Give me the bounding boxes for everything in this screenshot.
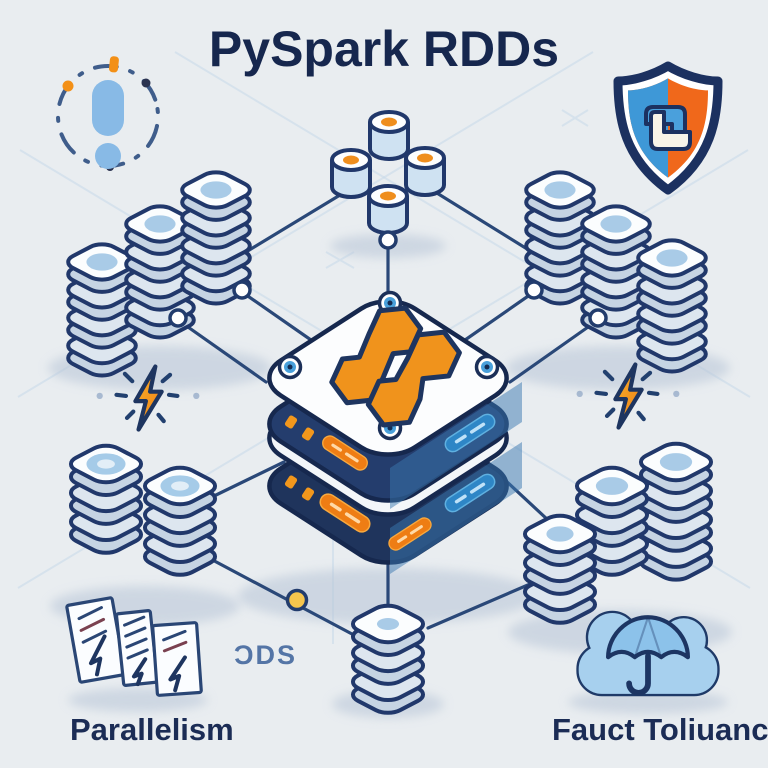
db-stack-group-top-left: [61, 169, 256, 379]
db-stack: [634, 440, 718, 583]
db-stack: [519, 169, 600, 307]
connector-node: [232, 280, 252, 300]
label-parallelism: Parallelism: [70, 712, 234, 747]
connector-node-yellow: [285, 588, 309, 612]
db-stack: [119, 203, 200, 341]
db-stack: [175, 169, 256, 307]
db-stack-bottom-center: [346, 602, 430, 716]
documents-icon: [65, 596, 203, 697]
db-stack-group-bottom-left: [64, 442, 222, 578]
db-stack-group-bottom-right: [518, 440, 718, 626]
umbrella-glyph: [606, 615, 690, 696]
db-stack-group-top-right: [519, 169, 712, 375]
db-stack: [631, 237, 712, 375]
python-shield-icon: [613, 61, 723, 195]
label-rds: ƆDS: [234, 640, 298, 670]
worker-cylinder-cluster: [330, 110, 446, 235]
cloud-umbrella-icon: [576, 610, 720, 697]
page-title: PySpark RDDs: [208, 21, 560, 77]
puzzle-piece-icon: [329, 305, 462, 428]
connector-node: [524, 280, 544, 300]
db-stack: [518, 512, 602, 626]
db-stack: [575, 203, 656, 341]
db-stack: [64, 442, 148, 556]
db-stack: [61, 241, 142, 379]
db-stack: [138, 464, 222, 578]
label-fault-tolerance: Fauct Toliuance: [552, 712, 768, 747]
alert-timer-icon: [56, 56, 160, 171]
connector-node: [378, 230, 398, 250]
connector-node: [168, 308, 188, 328]
connector-node: [588, 308, 608, 328]
python-logo-glyph: [644, 105, 692, 151]
db-stack: [570, 464, 654, 578]
rdd-platform: [254, 290, 522, 574]
